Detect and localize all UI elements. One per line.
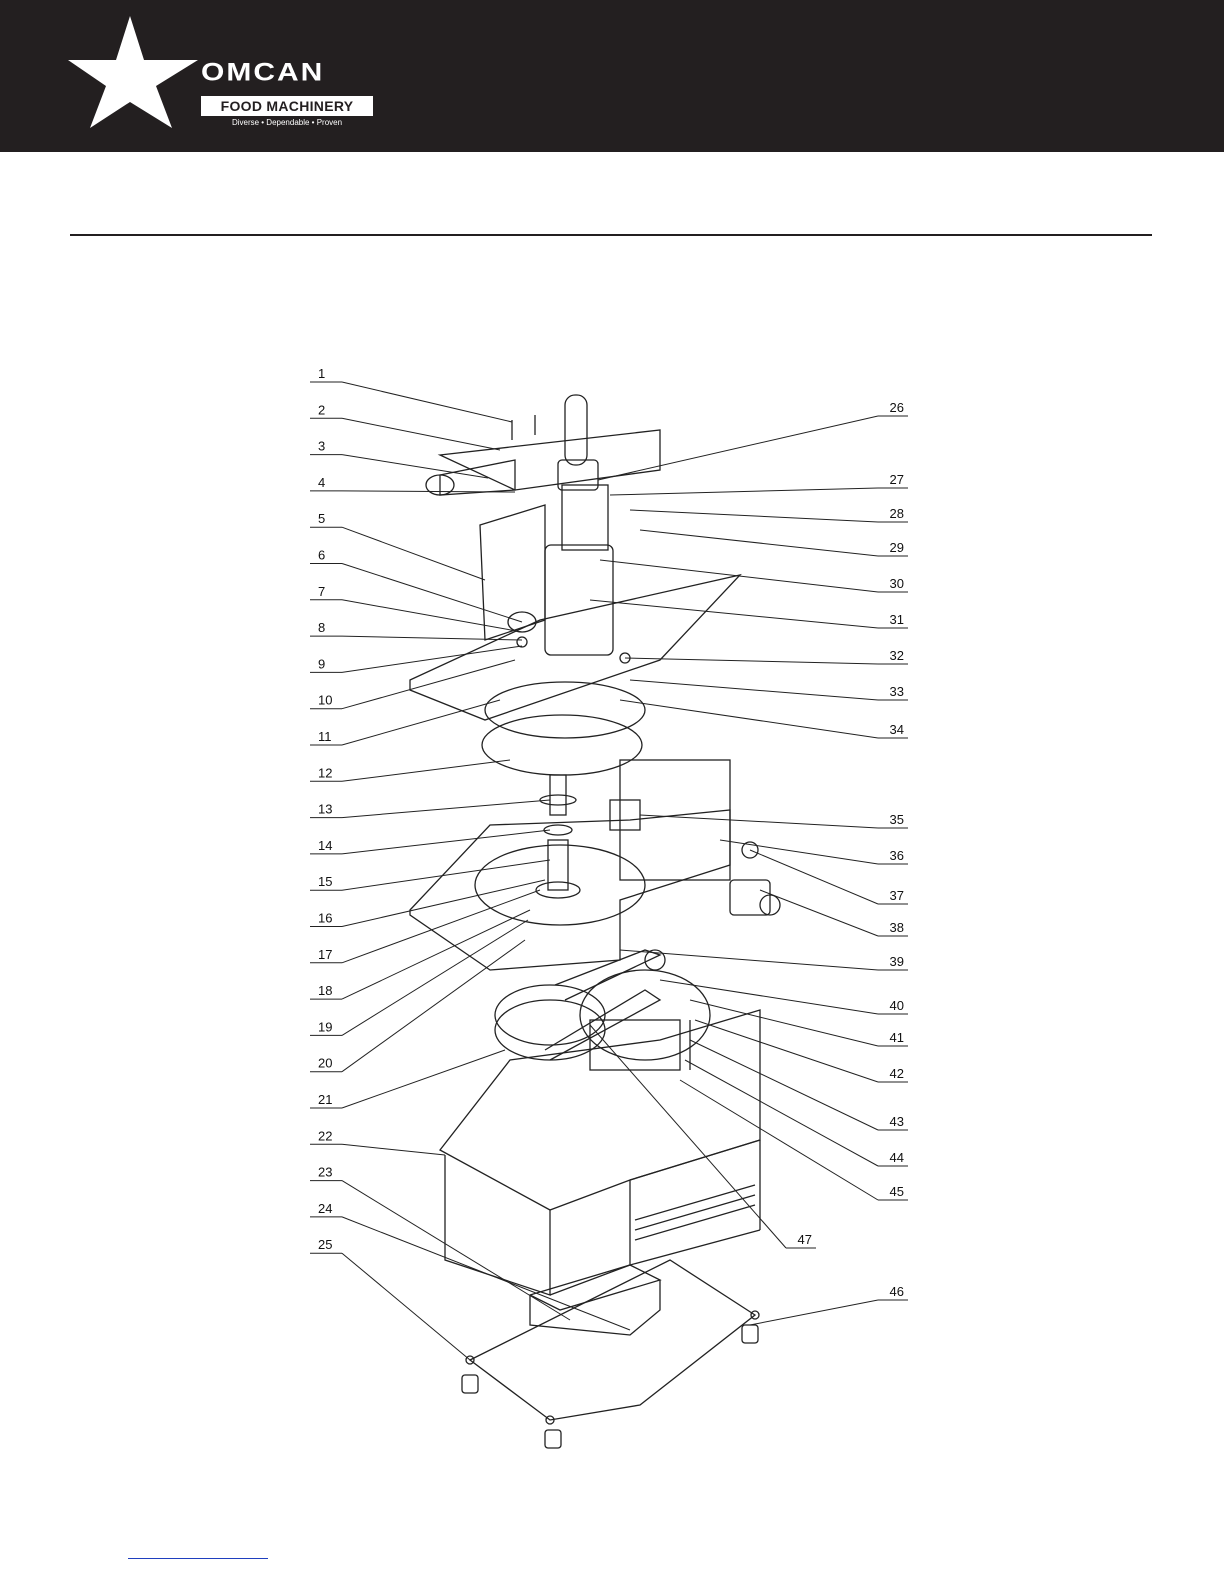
part-number-labels: 1234567891011121314151617181920212223242… bbox=[318, 366, 904, 1299]
header-rule bbox=[70, 234, 1152, 236]
part-label-2: 2 bbox=[318, 402, 325, 417]
leader-line-28 bbox=[630, 510, 878, 522]
leader-line-40 bbox=[660, 980, 878, 1014]
leader-line-42 bbox=[695, 1020, 878, 1082]
leader-line-39 bbox=[620, 950, 878, 970]
part-label-35: 35 bbox=[890, 812, 904, 827]
leader-line-1 bbox=[342, 382, 512, 422]
leader-line-21 bbox=[342, 1050, 505, 1108]
leader-line-25 bbox=[342, 1253, 470, 1360]
part-label-41: 41 bbox=[890, 1030, 904, 1045]
part-label-33: 33 bbox=[890, 684, 904, 699]
leader-line-3 bbox=[342, 455, 488, 478]
leader-line-4 bbox=[342, 491, 515, 492]
part-label-19: 19 bbox=[318, 1019, 332, 1034]
leader-line-30 bbox=[600, 560, 878, 592]
part-label-10: 10 bbox=[318, 693, 332, 708]
parts-diagram-svg: 1234567891011121314151617181920212223242… bbox=[300, 360, 924, 1460]
brand-sub: FOOD MACHINERY bbox=[201, 96, 373, 116]
part-label-5: 5 bbox=[318, 511, 325, 526]
part-label-47: 47 bbox=[798, 1232, 812, 1247]
part-label-6: 6 bbox=[318, 548, 325, 563]
leader-line-32 bbox=[625, 658, 878, 664]
part-label-43: 43 bbox=[890, 1114, 904, 1129]
part-label-15: 15 bbox=[318, 874, 332, 889]
part-label-21: 21 bbox=[318, 1092, 332, 1107]
leader-line-6 bbox=[342, 564, 522, 623]
leader-line-43 bbox=[690, 1040, 878, 1130]
leader-line-5 bbox=[342, 527, 485, 580]
machine-illustration bbox=[410, 395, 780, 1448]
leader-line-45 bbox=[680, 1080, 878, 1200]
part-label-9: 9 bbox=[318, 656, 325, 671]
part-label-23: 23 bbox=[318, 1165, 332, 1180]
leader-line-13 bbox=[342, 800, 550, 818]
star-icon bbox=[68, 16, 218, 128]
leader-line-7 bbox=[342, 600, 522, 632]
brand-tagline: Diverse • Dependable • Proven bbox=[201, 117, 373, 129]
omcan-logo[interactable]: OMCAN FOOD MACHINERY Diverse • Dependabl… bbox=[68, 16, 318, 128]
part-label-30: 30 bbox=[890, 576, 904, 591]
brand-name: OMCAN bbox=[201, 57, 373, 88]
part-label-44: 44 bbox=[890, 1150, 904, 1165]
part-label-26: 26 bbox=[890, 400, 904, 415]
part-label-36: 36 bbox=[890, 848, 904, 863]
leader-line-11 bbox=[342, 700, 500, 745]
leader-line-24 bbox=[342, 1217, 630, 1330]
leader-line-35 bbox=[640, 815, 878, 828]
part-label-11: 11 bbox=[318, 729, 332, 744]
part-label-38: 38 bbox=[890, 920, 904, 935]
part-label-32: 32 bbox=[890, 648, 904, 663]
leader-line-12 bbox=[342, 760, 510, 781]
page-header: OMCAN FOOD MACHINERY Diverse • Dependabl… bbox=[0, 0, 1224, 152]
part-label-22: 22 bbox=[318, 1128, 332, 1143]
leader-line-9 bbox=[342, 646, 522, 672]
part-label-7: 7 bbox=[318, 584, 325, 599]
part-label-40: 40 bbox=[890, 998, 904, 1013]
part-label-29: 29 bbox=[890, 540, 904, 555]
part-label-1: 1 bbox=[318, 366, 325, 381]
leader-line-23 bbox=[342, 1181, 570, 1320]
leader-line-34 bbox=[620, 700, 878, 738]
leader-line-2 bbox=[342, 418, 500, 450]
leader-line-22 bbox=[342, 1144, 445, 1155]
part-label-24: 24 bbox=[318, 1201, 332, 1216]
part-label-25: 25 bbox=[318, 1237, 332, 1252]
part-label-17: 17 bbox=[318, 947, 332, 962]
leader-line-26 bbox=[598, 416, 878, 480]
leader-lines bbox=[310, 382, 908, 1360]
part-label-14: 14 bbox=[318, 838, 332, 853]
part-label-42: 42 bbox=[890, 1066, 904, 1081]
part-label-28: 28 bbox=[890, 506, 904, 521]
leader-line-18 bbox=[342, 910, 530, 999]
part-label-3: 3 bbox=[318, 439, 325, 454]
part-label-18: 18 bbox=[318, 983, 332, 998]
part-label-12: 12 bbox=[318, 765, 332, 780]
part-label-8: 8 bbox=[318, 620, 325, 635]
leader-line-33 bbox=[630, 680, 878, 700]
part-label-13: 13 bbox=[318, 802, 332, 817]
part-label-31: 31 bbox=[890, 612, 904, 627]
part-label-39: 39 bbox=[890, 954, 904, 969]
leader-line-27 bbox=[610, 488, 878, 495]
part-label-45: 45 bbox=[890, 1184, 904, 1199]
footer-link-underline[interactable] bbox=[128, 1558, 268, 1559]
part-label-4: 4 bbox=[318, 475, 325, 490]
part-label-20: 20 bbox=[318, 1056, 332, 1071]
part-label-37: 37 bbox=[890, 888, 904, 903]
leader-line-37 bbox=[750, 850, 878, 904]
part-label-46: 46 bbox=[890, 1284, 904, 1299]
leader-line-36 bbox=[720, 840, 878, 864]
part-label-27: 27 bbox=[890, 472, 904, 487]
leader-line-31 bbox=[590, 600, 878, 628]
part-label-16: 16 bbox=[318, 911, 332, 926]
leader-line-44 bbox=[685, 1060, 878, 1166]
leader-line-29 bbox=[640, 530, 878, 556]
leader-line-46 bbox=[750, 1300, 878, 1325]
part-label-34: 34 bbox=[890, 722, 904, 737]
